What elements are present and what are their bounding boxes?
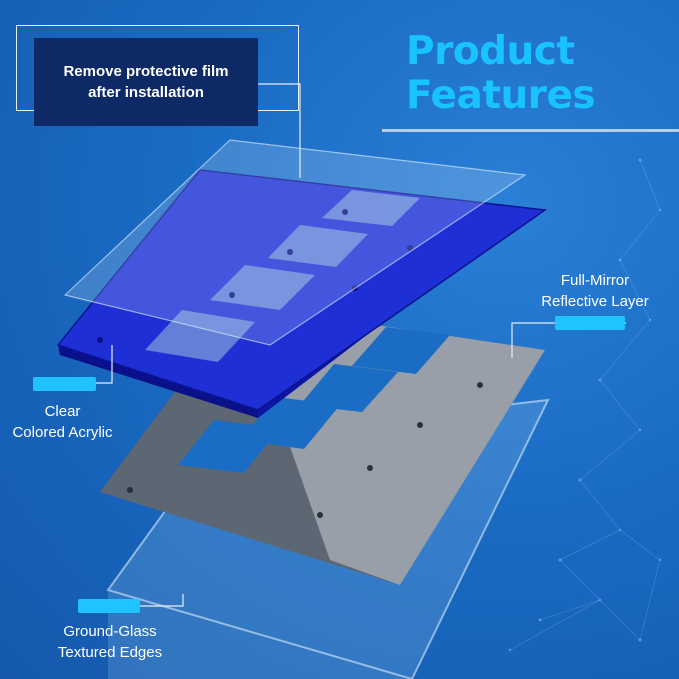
glass-callout-label: Ground-Glass Textured Edges: [57, 623, 163, 661]
acrylic-callout-label: Clear Colored Acrylic: [12, 403, 113, 441]
acrylic-callout-marker: [33, 377, 96, 391]
film-note-text: Remove protective film after installatio…: [63, 63, 229, 101]
network-decoration: [508, 158, 662, 652]
page-title: Product Features: [406, 29, 596, 118]
colored-acrylic-layer: [56, 169, 548, 418]
film-note-box: Remove protective film after installatio…: [34, 38, 258, 126]
mirror-callout-marker: [555, 316, 625, 330]
leader-lines: [96, 83, 626, 607]
protective-film-layer: [63, 139, 527, 346]
glass-callout-marker: [78, 599, 140, 613]
title-line-1: Product: [406, 29, 575, 74]
mirror-callout-label: Full-Mirror Reflective Layer: [541, 272, 649, 310]
title-divider: [382, 129, 679, 132]
title-line-2: Features: [406, 73, 596, 118]
